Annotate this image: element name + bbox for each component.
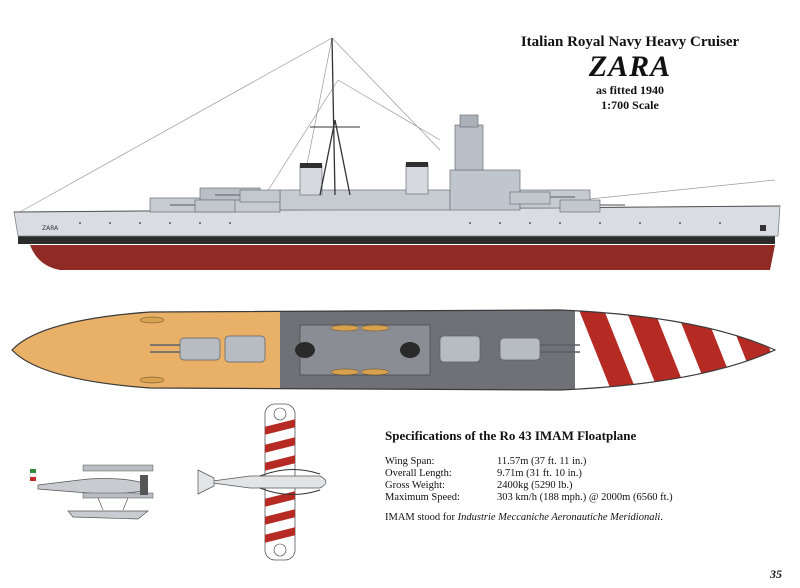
page-number: 35	[770, 567, 782, 581]
ship-name: ZARA	[588, 50, 672, 83]
imam-note: IMAM stood for Industrie Meccaniche Aero…	[385, 512, 790, 523]
waterline	[18, 236, 775, 244]
funnel-fore	[299, 164, 323, 196]
floatplane-side-view	[29, 464, 154, 520]
deck-plan	[11, 309, 777, 391]
portholes	[79, 222, 721, 224]
floatplane-top-view	[197, 403, 327, 561]
spec-value: 2400kg (5290 lb.)	[497, 480, 573, 491]
imam-note-italic: Industrie Meccaniche Aeronautiche Meridi…	[457, 512, 661, 523]
spec-row: Gross Weight: 2400kg (5290 lb.)	[385, 480, 790, 492]
rigging	[17, 37, 776, 214]
subtitle: Italian Royal Navy Heavy Cruiser	[520, 34, 740, 50]
fitted-caption: as fitted 1940	[596, 83, 664, 97]
hull-grey	[13, 205, 781, 237]
specifications-panel: Specifications of the Ro 43 IMAM Floatpl…	[385, 428, 790, 523]
specifications-title: Specifications of the Ro 43 IMAM Floatpl…	[385, 428, 637, 443]
spec-row: Maximum Speed: 303 km/h (188 mph.) @ 200…	[385, 492, 790, 504]
title-block: Italian Royal Navy Heavy Cruiser ZARA as…	[500, 34, 760, 113]
turrets	[194, 189, 601, 213]
imam-note-prefix: IMAM stood for	[385, 512, 458, 523]
spec-label: Maximum Speed:	[385, 492, 460, 503]
spec-label: Gross Weight:	[385, 480, 445, 491]
spec-label: Overall Length:	[385, 468, 452, 479]
spec-label: Wing Span:	[385, 456, 435, 467]
scale-caption: 1:700 Scale	[601, 98, 659, 112]
hull-marking: ZARA	[42, 225, 59, 232]
imam-note-suffix: .	[660, 512, 663, 523]
hull-red	[30, 245, 775, 270]
spec-value: 9.71m (31 ft. 10 in.)	[497, 468, 582, 479]
ship-profile: ZARA	[13, 37, 781, 270]
spec-row: Overall Length: 9.71m (31 ft. 10 in.)	[385, 468, 790, 480]
spec-row: Wing Span: 11.57m (37 ft. 11 in.)	[385, 456, 790, 468]
funnel-aft	[405, 163, 429, 195]
spec-value: 303 km/h (188 mph.) @ 2000m (6560 ft.)	[497, 492, 673, 503]
spec-value: 11.57m (37 ft. 11 in.)	[497, 456, 587, 467]
